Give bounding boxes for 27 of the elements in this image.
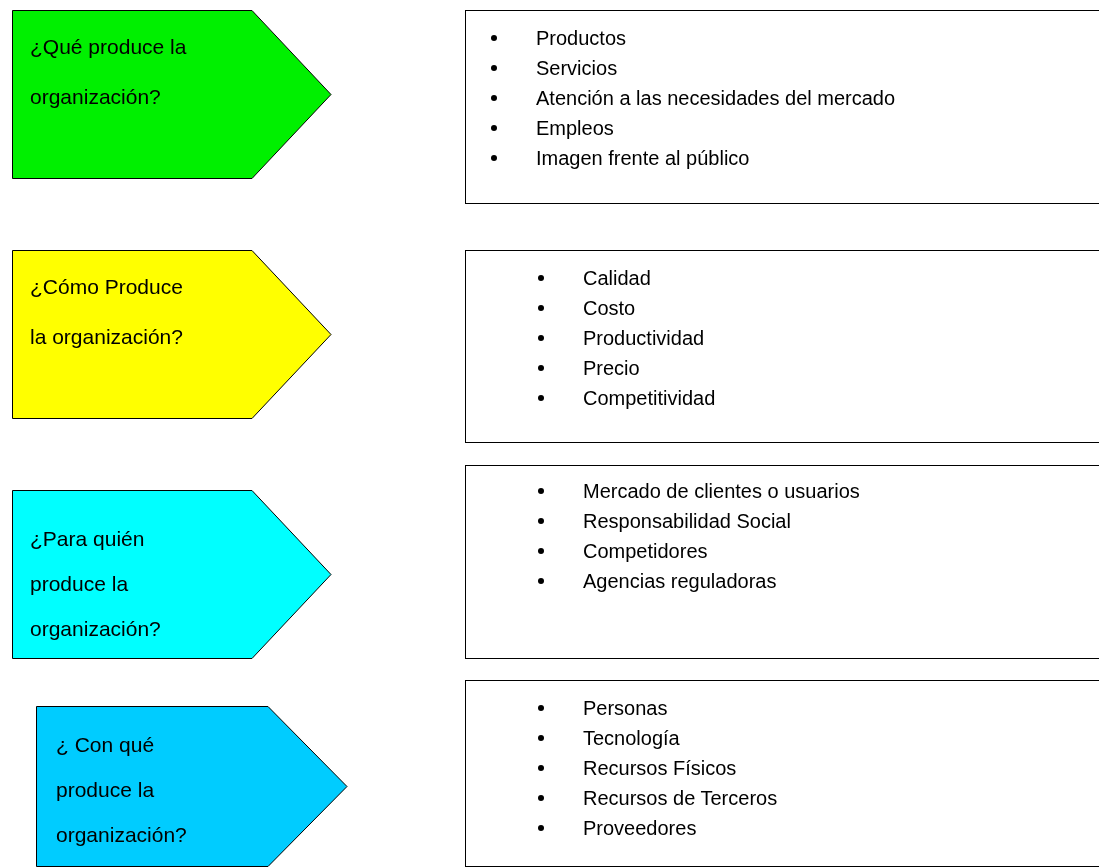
list-item-text: Proveedores — [583, 817, 697, 839]
list-box — [465, 680, 1099, 867]
list-item-text: Recursos de Terceros — [583, 787, 778, 809]
list-item-text: Responsabilidad Social — [583, 510, 791, 532]
list-box — [465, 250, 1099, 443]
list-item-text: Empleos — [536, 117, 614, 139]
question-text: ¿Para quién produce la organización? — [30, 526, 162, 642]
question-text: ¿ Con qué produce la organización? — [56, 732, 188, 848]
list-item-text: Productividad — [583, 327, 705, 349]
list-item-text: Personas — [583, 697, 668, 719]
question-text: ¿Cómo Produce la organización? — [30, 274, 184, 350]
list-box — [465, 10, 1099, 204]
list-item-text: Agencias reguladoras — [583, 570, 777, 592]
list-box — [465, 465, 1099, 659]
list-item-text: Servicios — [536, 57, 618, 79]
list-item-text: Precio — [583, 357, 640, 379]
list-item-text: Tecnología — [583, 727, 680, 749]
question-text: ¿Qué produce la organización? — [30, 34, 188, 110]
list-item-text: Recursos Físicos — [583, 757, 737, 779]
list-item-text: Imagen frente al público — [536, 147, 750, 169]
list-item-text: Costo — [583, 297, 636, 319]
list-item-text: Mercado de clientes o usuarios — [583, 480, 860, 502]
list-item-text: Competidores — [583, 540, 708, 562]
list-item-text: Productos — [536, 27, 627, 49]
list-item-text: Competitividad — [583, 387, 716, 409]
list-item-text: Calidad — [583, 267, 651, 289]
list-item-text: Atención a las necesidades del mercado — [536, 87, 896, 109]
